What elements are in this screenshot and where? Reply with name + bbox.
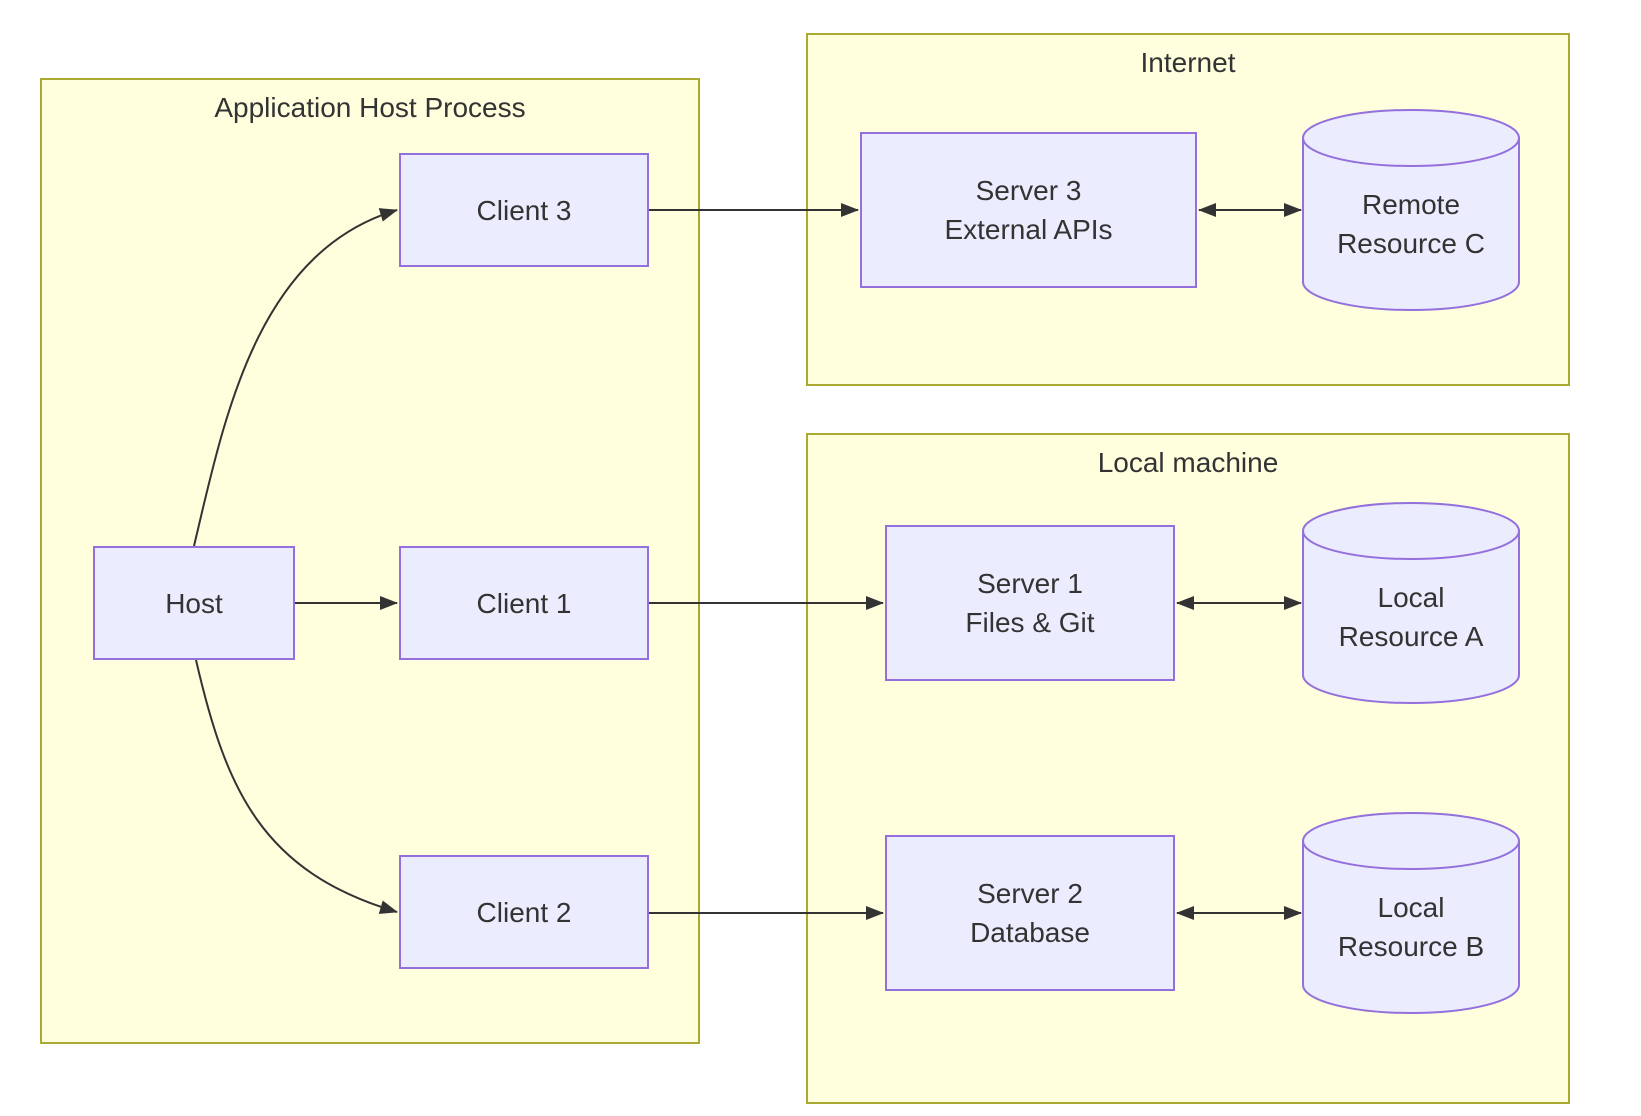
node-client-3: Client 3 xyxy=(399,153,649,267)
node-label-line1: Server 1 xyxy=(977,568,1083,599)
node-client-2: Client 2 xyxy=(399,855,649,969)
node-label-line1: Remote xyxy=(1361,189,1461,220)
node-label: Client 2 xyxy=(476,896,572,928)
node-label-line1: Server 3 xyxy=(975,175,1082,206)
node-label-line1: Local xyxy=(1377,582,1445,613)
node-label-line2: Resource C xyxy=(1337,228,1485,259)
node-remote-resource-c: Remote Resource C xyxy=(1303,138,1519,310)
node-label: Host xyxy=(165,587,223,619)
node-label-line2: Database xyxy=(970,917,1090,948)
node-client-1: Client 1 xyxy=(399,546,649,660)
node-server-2-database: Server 2 Database xyxy=(885,835,1175,991)
node-label-line1: Server 2 xyxy=(977,878,1083,909)
node-label: Client 1 xyxy=(476,587,572,619)
node-label-line2: Files & Git xyxy=(965,607,1095,638)
node-label-line2: External APIs xyxy=(944,214,1113,245)
node-label-line2: Resource B xyxy=(1337,931,1485,962)
node-host: Host xyxy=(93,546,295,660)
container-title-local-machine: Local machine xyxy=(1097,447,1279,478)
node-server-1-files-git: Server 1 Files & Git xyxy=(885,525,1175,681)
container-title-application-host-process: Application Host Process xyxy=(214,92,526,123)
node-label: Client 3 xyxy=(476,194,572,226)
node-label-line2: Resource A xyxy=(1338,621,1484,652)
node-server-3-external-apis: Server 3 External APIs xyxy=(860,132,1197,288)
container-title-internet: Internet xyxy=(1140,47,1236,78)
node-label-line1: Local xyxy=(1377,892,1445,923)
node-local-resource-b: Local Resource B xyxy=(1303,841,1519,1013)
node-local-resource-a: Local Resource A xyxy=(1303,531,1519,703)
